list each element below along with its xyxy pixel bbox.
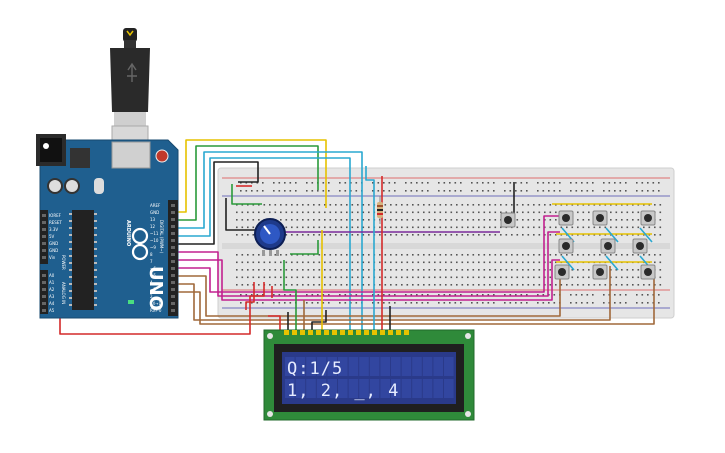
wire-green-2 (231, 184, 262, 205)
potentiometer[interactable] (254, 218, 286, 256)
pushbutton-3[interactable] (592, 210, 608, 226)
digital-pin-label: 13 (150, 217, 156, 222)
power-pin-label: IOREF (49, 213, 62, 218)
pushbutton-5[interactable] (558, 238, 574, 254)
pushbutton-4[interactable] (640, 210, 656, 226)
digital-pin-label: ~3 (150, 287, 156, 292)
digital-pin-label: ~11 (150, 231, 159, 236)
wire-red-3 (245, 282, 255, 310)
pushbutton-10[interactable] (640, 264, 656, 280)
lcd-line-2: 1, 2, _, 4 (287, 381, 399, 401)
pushbuttons (500, 210, 656, 280)
digital-pin-label: 12 (150, 224, 156, 229)
digital-pin-label: 2 (150, 294, 153, 299)
resistor (377, 196, 383, 224)
power-pin-labels: IOREF RESET 3.3V 5V GND GND Vin (49, 213, 62, 260)
mcu-chip-pins (69, 213, 97, 306)
wire-black-1 (178, 161, 259, 245)
arduino-model: UNO (145, 266, 166, 311)
power-section-label: POWER (61, 255, 66, 270)
header-pins (42, 204, 175, 312)
digital-pin-label: RX←0 (150, 308, 162, 313)
digital-pin-label: 8 (150, 252, 153, 257)
digital-pin-label: ~10 (150, 238, 159, 243)
digital-pin-labels: AREF GND 13 12 ~11 ~10 ~9 8 7 ~6 ~5 4 ~3 2TX→1RX←0 (149, 203, 162, 313)
pushbutton-7[interactable] (632, 238, 648, 254)
lcd-line-1: Q:1/5 (287, 359, 343, 379)
wire-black-lcd (311, 310, 327, 330)
analog-pin-label: A5 (49, 308, 55, 313)
wire-green-lcd (283, 260, 297, 330)
analog-pin-label: A2 (49, 287, 55, 292)
wire-blue-2 (178, 157, 351, 332)
analog-pin-label: A0 (49, 273, 55, 278)
power-pin-label: RESET (49, 220, 62, 225)
digital-pin-label: ~6 (150, 266, 156, 271)
pushbutton-8[interactable] (554, 264, 570, 280)
digital-pin-label: GND (150, 210, 159, 215)
power-pin-label: GND (49, 248, 58, 253)
digital-pin-label: 7 (150, 259, 153, 264)
wire-blue-lcd (365, 166, 375, 330)
wire-brown-1 (178, 266, 611, 321)
pushbutton-2[interactable] (558, 210, 574, 226)
wire-blue-1 (178, 151, 363, 332)
wire-brown-2 (178, 266, 655, 325)
digital-pin-label: ~9 (150, 245, 156, 250)
arduino-logo: ARDUINO UNO (125, 220, 166, 311)
analog-section-label: ANALOG IN (61, 282, 66, 304)
wire-red-lcd2 (268, 315, 281, 330)
arduino-uno-board: ARDUINO UNO POWER ANALOG IN DIGITAL (PWM… (36, 134, 179, 319)
digital-pin-label: ~5 (150, 273, 156, 278)
wire-brown-3 (178, 270, 561, 317)
power-pin-label: Vin (49, 255, 56, 260)
power-pin-label: 5V (49, 234, 55, 239)
wire-yellow-1 (176, 139, 327, 213)
digital-pin-label: TX→1 (149, 301, 162, 306)
power-pin-label: 3.3V (49, 227, 58, 232)
wire-green-3 (290, 240, 319, 255)
analog-pin-label: A4 (49, 301, 55, 306)
arduino-brand: ARDUINO (125, 220, 131, 246)
analog-pin-label: A3 (49, 294, 55, 299)
digital-section-label: DIGITAL (PWM~) (159, 220, 164, 254)
wire-blue-btn (561, 227, 653, 271)
analog-pin-label: A1 (49, 280, 55, 285)
digital-pin-label: AREF (150, 203, 161, 208)
wire-magenta-1 (178, 231, 560, 297)
pushbutton-9[interactable] (592, 264, 608, 280)
pushbutton-1[interactable] (500, 212, 516, 228)
lcd-pins (284, 330, 409, 335)
lcd-cell-grid (285, 357, 454, 398)
lcd-module: Q:1/5 1, 2, _, 4 (263, 329, 475, 421)
wire-magenta-3 (178, 215, 560, 293)
wire-magenta-2 (178, 259, 560, 301)
digital-pin-label: 4 (150, 280, 153, 285)
power-pin-label: GND (49, 241, 58, 246)
breadboard-holes (236, 182, 662, 304)
pushbutton-6[interactable] (600, 238, 616, 254)
wire-green-1 (178, 145, 319, 221)
